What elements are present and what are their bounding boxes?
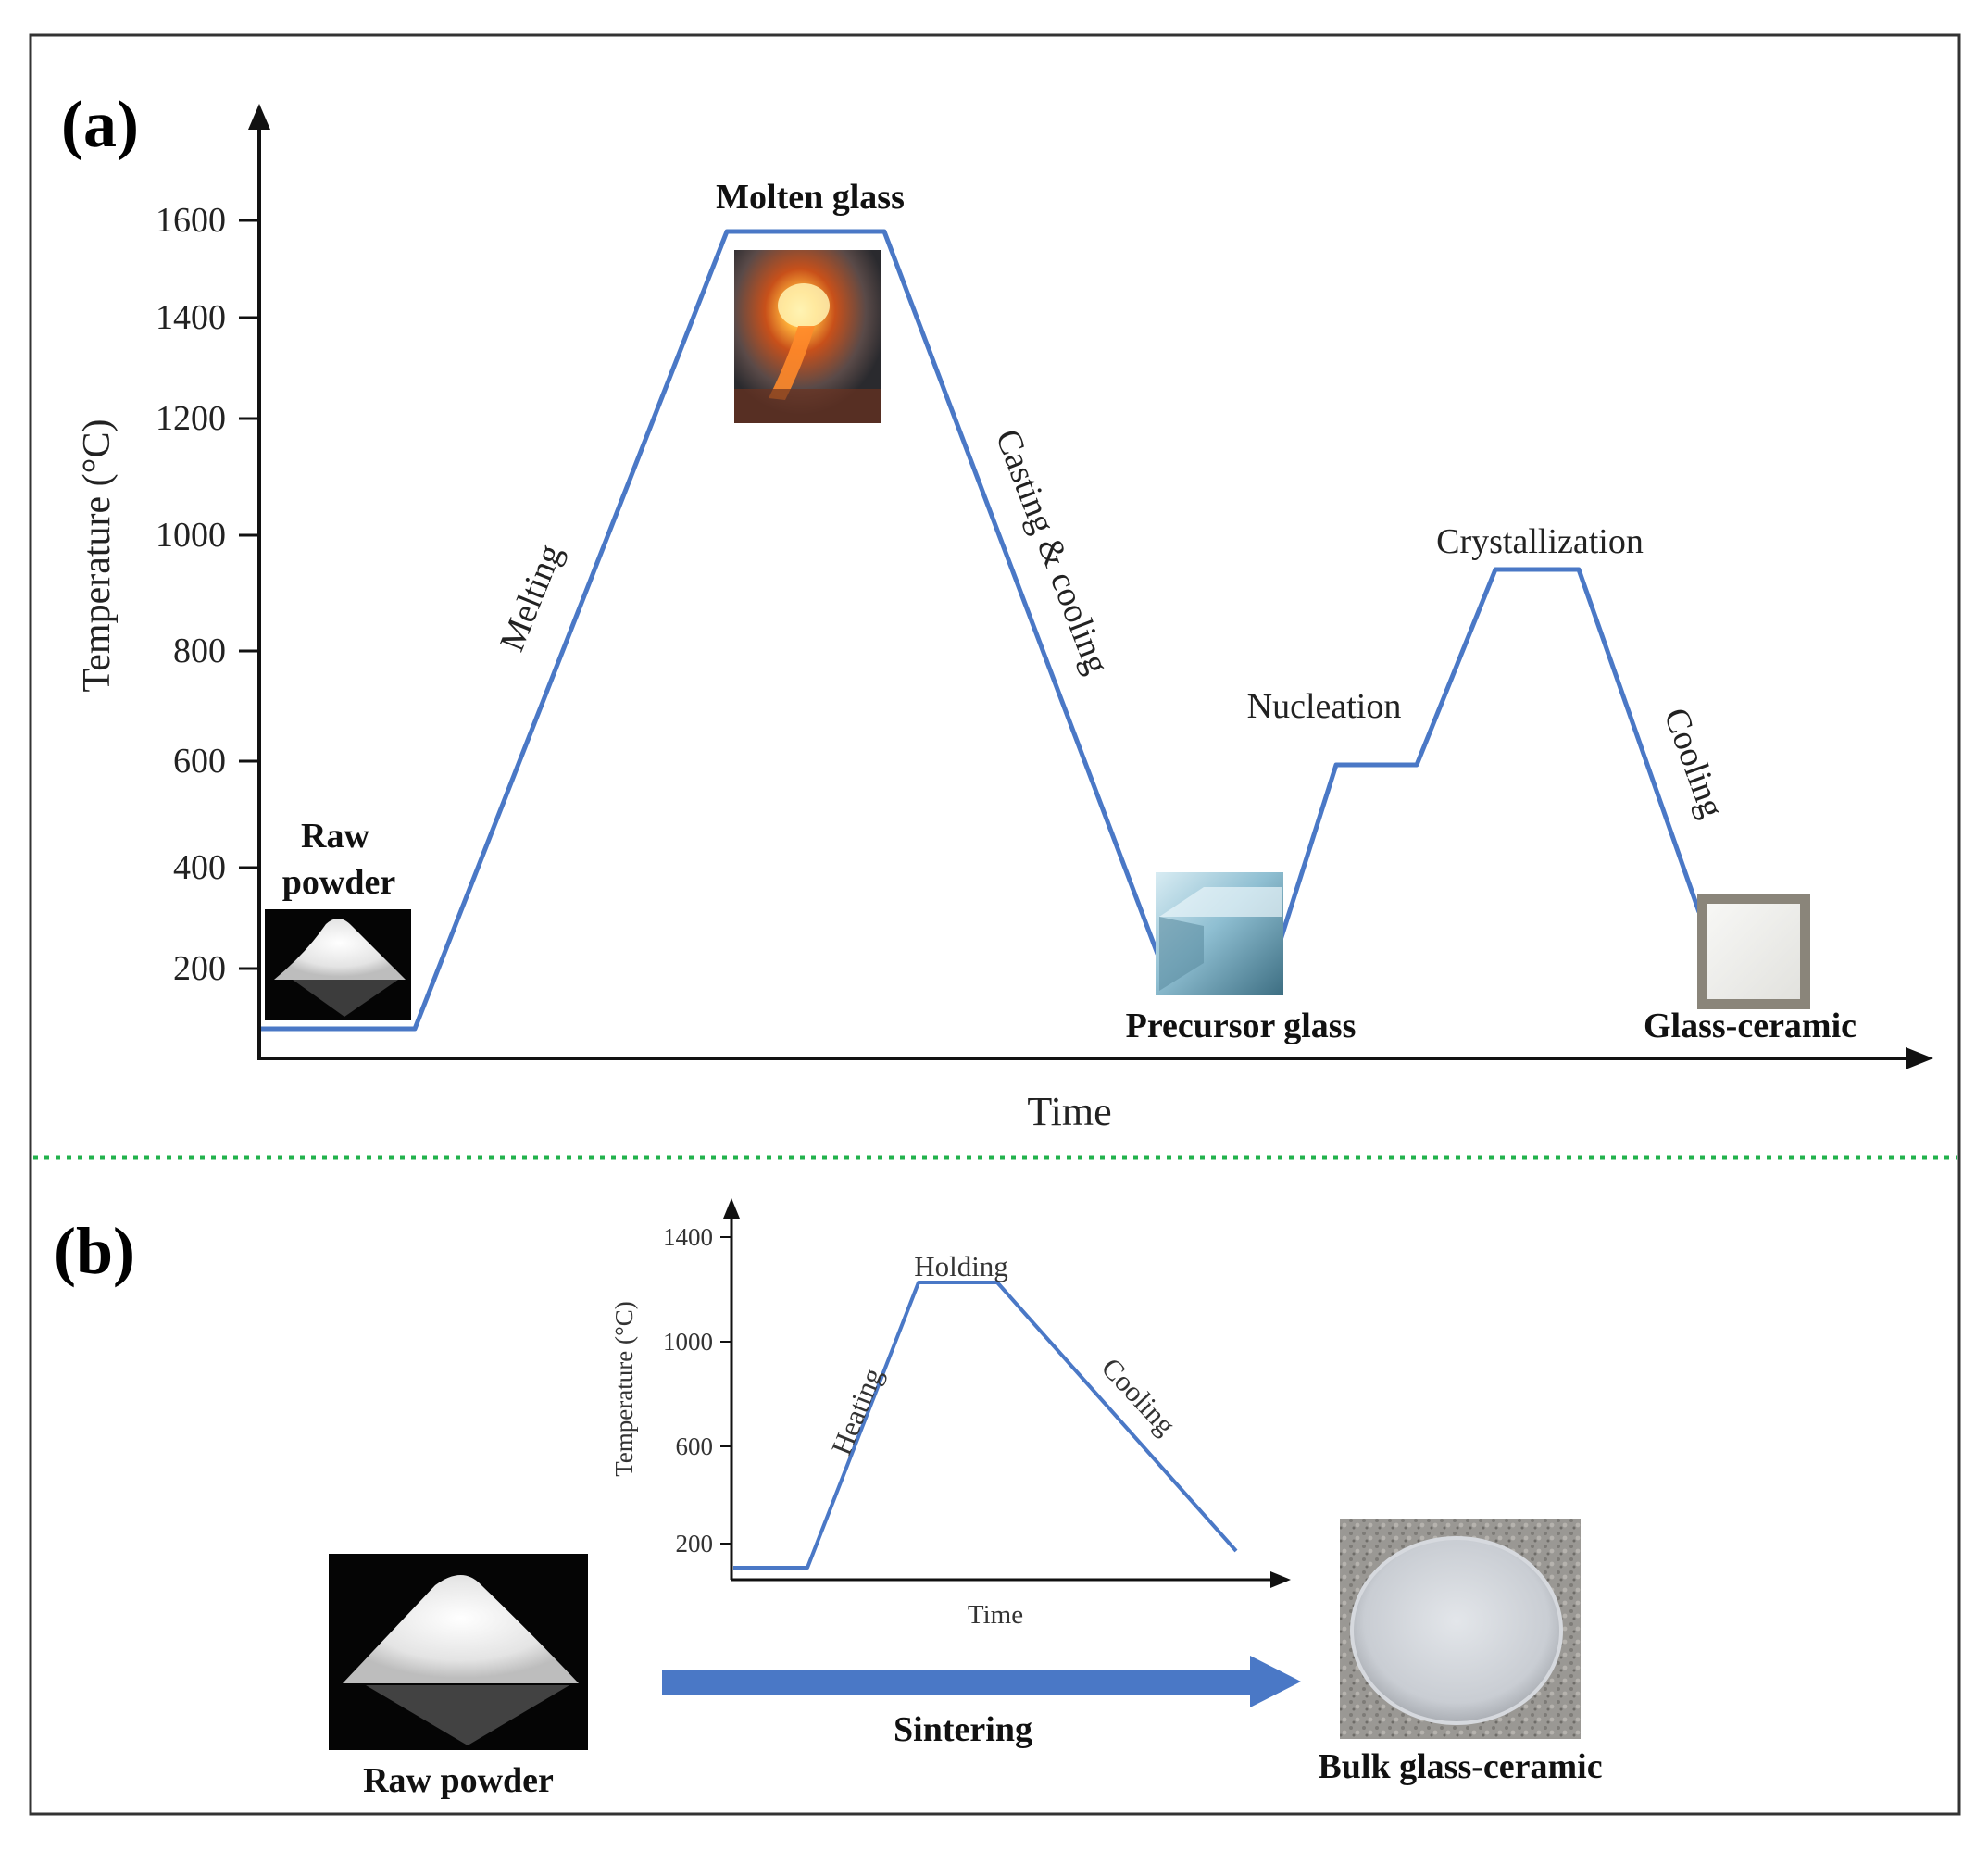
- sintering-profile-line: [733, 1281, 1238, 1570]
- x-axis-arrowhead: [1906, 1047, 1933, 1069]
- y-tick-400: 400: [173, 848, 226, 887]
- y-tick-600: 600: [173, 742, 226, 781]
- stage-cooling-label: Cooling: [1657, 703, 1732, 822]
- y-axis-arrowhead: [248, 104, 270, 130]
- stage-nucleation-label: Nucleation: [1247, 687, 1402, 726]
- panel-b-axes: [720, 1198, 1291, 1588]
- stage-melting-label: Melting: [493, 539, 570, 657]
- raw-powder-label-b: Raw powder: [363, 1761, 554, 1800]
- b-y-tick-1000: 1000: [663, 1328, 713, 1356]
- glass-ceramic-label: Glass-ceramic: [1644, 1007, 1857, 1045]
- raw-powder-label-line2: powder: [282, 863, 396, 902]
- y-tick-1600: 1600: [156, 201, 226, 240]
- stage-heating-label: Heating: [825, 1363, 889, 1459]
- raw-powder-image: [265, 909, 411, 1020]
- stage-holding-label: Holding: [914, 1250, 1008, 1282]
- b-x-axis-label: Time: [968, 1600, 1023, 1630]
- raw-powder-image-b: [329, 1554, 588, 1750]
- x-axis-label: Time: [1027, 1089, 1111, 1134]
- sintering-arrow: [662, 1656, 1301, 1707]
- y-axis-label: Temperature (°C): [76, 419, 119, 693]
- panel-a-label: (a): [61, 87, 139, 161]
- bulk-glass-ceramic-image: [1340, 1519, 1581, 1739]
- precursor-glass-label: Precursor glass: [1126, 1007, 1357, 1045]
- b-y-tick-200: 200: [676, 1530, 714, 1557]
- stage-b-cooling-label: Cooling: [1095, 1351, 1182, 1441]
- b-y-tick-600: 600: [676, 1432, 714, 1460]
- precursor-glass-image: [1156, 872, 1283, 995]
- b-y-tick-1400: 1400: [663, 1223, 713, 1251]
- y-tick-200: 200: [173, 949, 226, 988]
- sintering-label: Sintering: [894, 1710, 1032, 1749]
- y-tick-1200: 1200: [156, 399, 226, 438]
- y-tick-1000: 1000: [156, 516, 226, 555]
- y-tick-800: 800: [173, 632, 226, 670]
- molten-glass-image: [734, 250, 881, 423]
- raw-powder-label-line1: Raw: [301, 817, 369, 856]
- bulk-glass-ceramic-label: Bulk glass-ceramic: [1318, 1747, 1602, 1786]
- glass-ceramic-image: [1697, 894, 1810, 1009]
- thermal-profile-line: [261, 229, 1702, 1032]
- panel-b-label: (b): [54, 1214, 135, 1288]
- panel-a-axes: [239, 104, 1933, 1069]
- b-y-axis-label: Temperature (°C): [610, 1301, 638, 1477]
- stage-crystallization-label: Crystallization: [1436, 522, 1644, 561]
- figure-frame: [29, 33, 1961, 1816]
- y-tick-1400: 1400: [156, 298, 226, 337]
- molten-glass-label: Molten glass: [716, 178, 905, 217]
